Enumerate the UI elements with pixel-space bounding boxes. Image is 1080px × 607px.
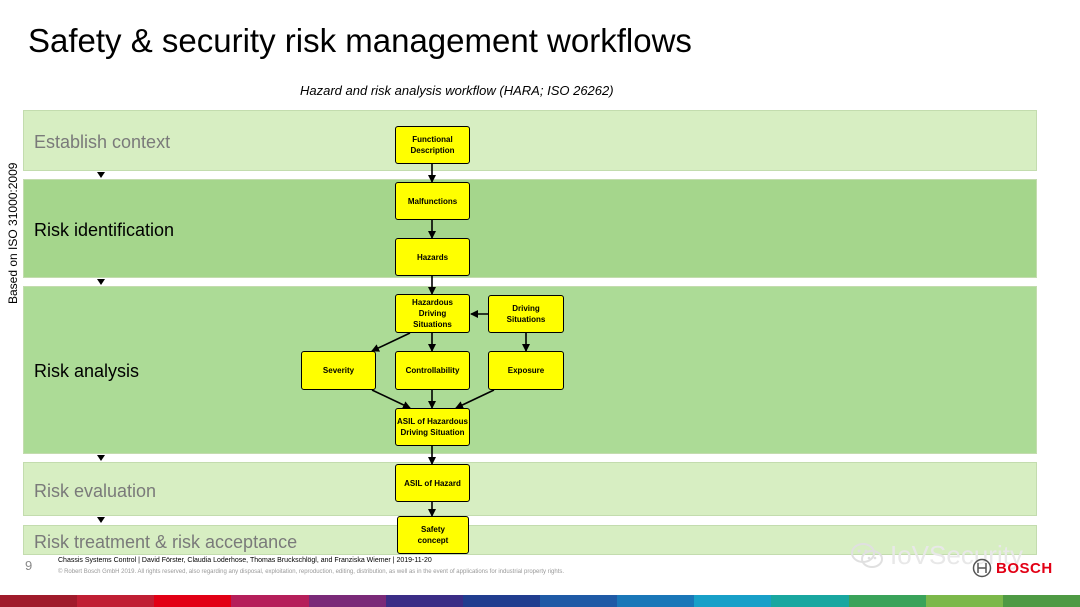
band-establish-context: Establish context xyxy=(23,110,1037,171)
watermark: IoVSecurity xyxy=(850,540,1023,571)
band-label: Risk evaluation xyxy=(34,481,157,501)
flow-triangle-icon xyxy=(97,517,105,523)
stripe-segment xyxy=(925,595,1003,607)
band-risk-identification: Risk identification xyxy=(23,179,1037,278)
arrow-hazardous-to-severity xyxy=(371,332,411,352)
flow-triangle-icon xyxy=(97,455,105,461)
brand-stripe xyxy=(0,595,1080,607)
brand: BOSCH xyxy=(972,558,1053,578)
node-exposure: Exposure xyxy=(488,351,564,390)
stripe-segment xyxy=(539,595,618,607)
node-safety-concept: Safety concept xyxy=(397,516,469,554)
stripe-segment xyxy=(385,595,463,607)
band-label: Risk identification xyxy=(34,220,175,240)
stripe-segment xyxy=(77,595,155,607)
band-risk-evaluation: Risk evaluation xyxy=(23,462,1037,516)
stripe-segment xyxy=(231,595,309,607)
band-label: Risk treatment & risk acceptance xyxy=(34,532,298,552)
footer-copyright: © Robert Bosch GmbH 2019. All rights res… xyxy=(58,569,565,575)
stripe-segment xyxy=(1002,595,1080,607)
node-asil-hazardous-driving-situation: ASIL of Hazardous Driving Situation xyxy=(395,408,470,446)
watermark-text: IoVSecurity xyxy=(890,540,1023,570)
flow-triangle-icon xyxy=(97,172,105,178)
node-controllability: Controllability xyxy=(395,351,470,390)
flow-triangle-icon xyxy=(97,279,105,285)
band-label: Establish context xyxy=(34,132,171,152)
arrow-severity-to-asil xyxy=(371,389,411,409)
stripe-segment xyxy=(771,595,849,607)
wechat-icon xyxy=(851,542,883,568)
stripe-segment xyxy=(462,595,540,607)
node-functional-description: Functional Description xyxy=(395,126,470,164)
node-hazardous-driving-situations: Hazardous Driving Situations xyxy=(395,294,470,333)
arrow-exposure-to-asil xyxy=(455,389,495,409)
page-number: 9 xyxy=(25,558,33,573)
page-title: Safety & security risk management workfl… xyxy=(28,22,692,59)
node-severity: Severity xyxy=(301,351,376,390)
stripe-segment xyxy=(154,595,232,607)
node-hazards: Hazards xyxy=(395,238,470,276)
band-risk-treatment: Risk treatment & risk acceptance xyxy=(23,525,1037,555)
stripe-segment xyxy=(848,595,926,607)
bosch-logo-icon xyxy=(972,558,992,578)
stripe-segment xyxy=(0,595,78,607)
brand-text: BOSCH xyxy=(996,559,1053,577)
stripe-segment xyxy=(308,595,386,607)
diagram-subtitle: Hazard and risk analysis workflow (HARA;… xyxy=(300,83,614,98)
node-asil-of-hazard: ASIL of Hazard xyxy=(395,464,470,502)
stripe-segment xyxy=(617,595,695,607)
node-malfunctions: Malfunctions xyxy=(395,182,470,220)
stripe-segment xyxy=(694,595,772,607)
band-label: Risk analysis xyxy=(34,361,140,381)
footer-authors: Chassis Systems Control | David Förster,… xyxy=(58,557,432,564)
node-driving-situations: Driving Situations xyxy=(488,295,564,333)
